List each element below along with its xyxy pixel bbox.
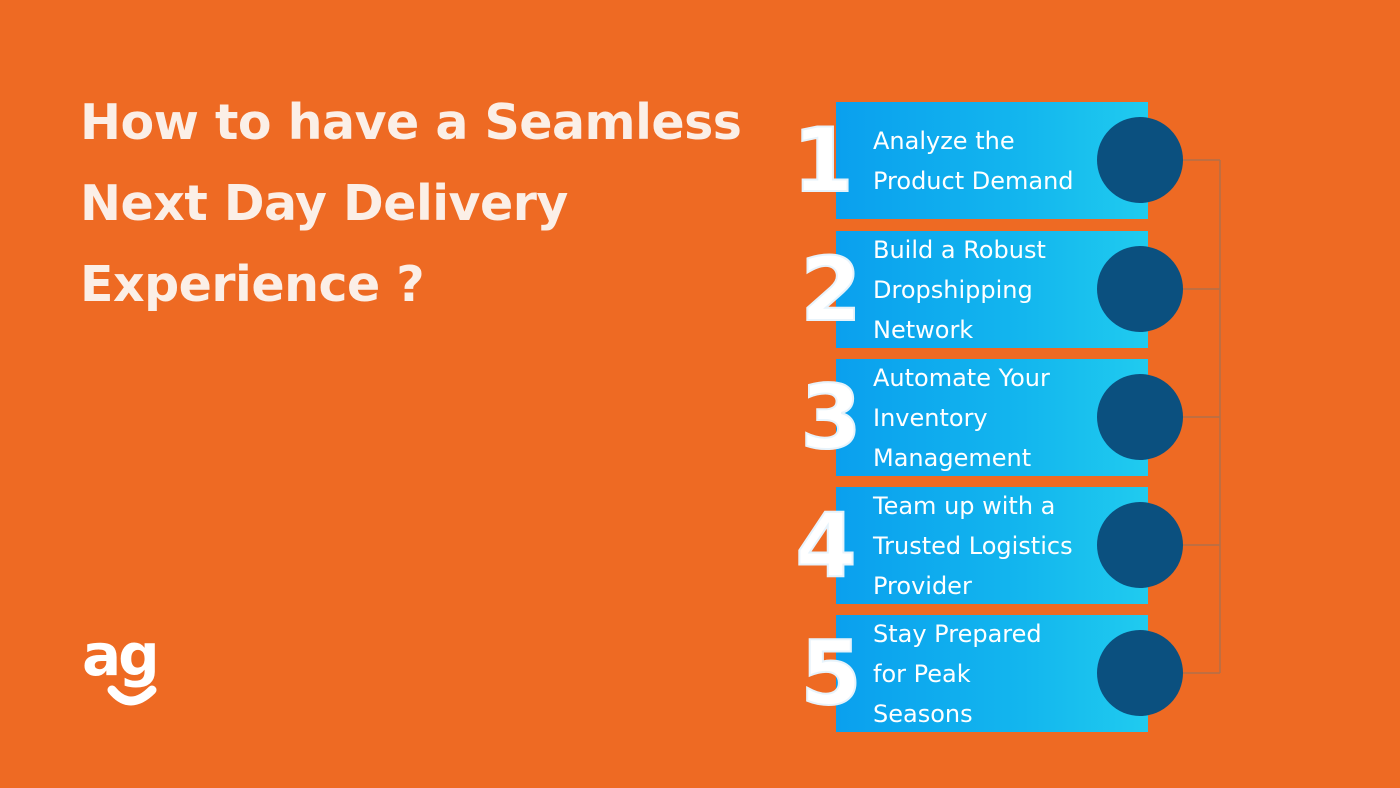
step-circle-4 (1097, 502, 1183, 588)
step-number-3: 3 (799, 365, 862, 469)
logo-text: ag (82, 621, 160, 689)
step-number-2: 2 (799, 237, 862, 341)
step-number-5: 5 (799, 621, 862, 725)
page-title: How to have a Seamless Next Day Delivery… (80, 94, 742, 313)
step-card-5: Stay Prepared for Peak Seasons (836, 615, 1148, 732)
step-circle-5 (1097, 630, 1183, 716)
step-text: Build a Robust Dropshipping Network (873, 235, 1046, 344)
step-circle-1 (1097, 117, 1183, 203)
step-circle-3 (1097, 374, 1183, 460)
smile-icon (107, 685, 157, 706)
step-card-4: Team up with a Trusted Logistics Provide… (836, 487, 1148, 604)
step-card-2: Build a Robust Dropshipping Network (836, 231, 1148, 348)
brand-logo: ag (82, 626, 174, 716)
step-text: Team up with a Trusted Logistics Provide… (873, 491, 1073, 600)
step-circle-2 (1097, 246, 1183, 332)
step-text: Automate Your Inventory Management (873, 363, 1050, 472)
step-number-1: 1 (791, 108, 854, 212)
step-text: Stay Prepared for Peak Seasons (873, 619, 1042, 728)
step-card-3: Automate Your Inventory Management (836, 359, 1148, 476)
step-card-1: Analyze the Product Demand (836, 102, 1148, 219)
step-number-4: 4 (794, 493, 857, 597)
step-text: Analyze the Product Demand (873, 126, 1074, 195)
